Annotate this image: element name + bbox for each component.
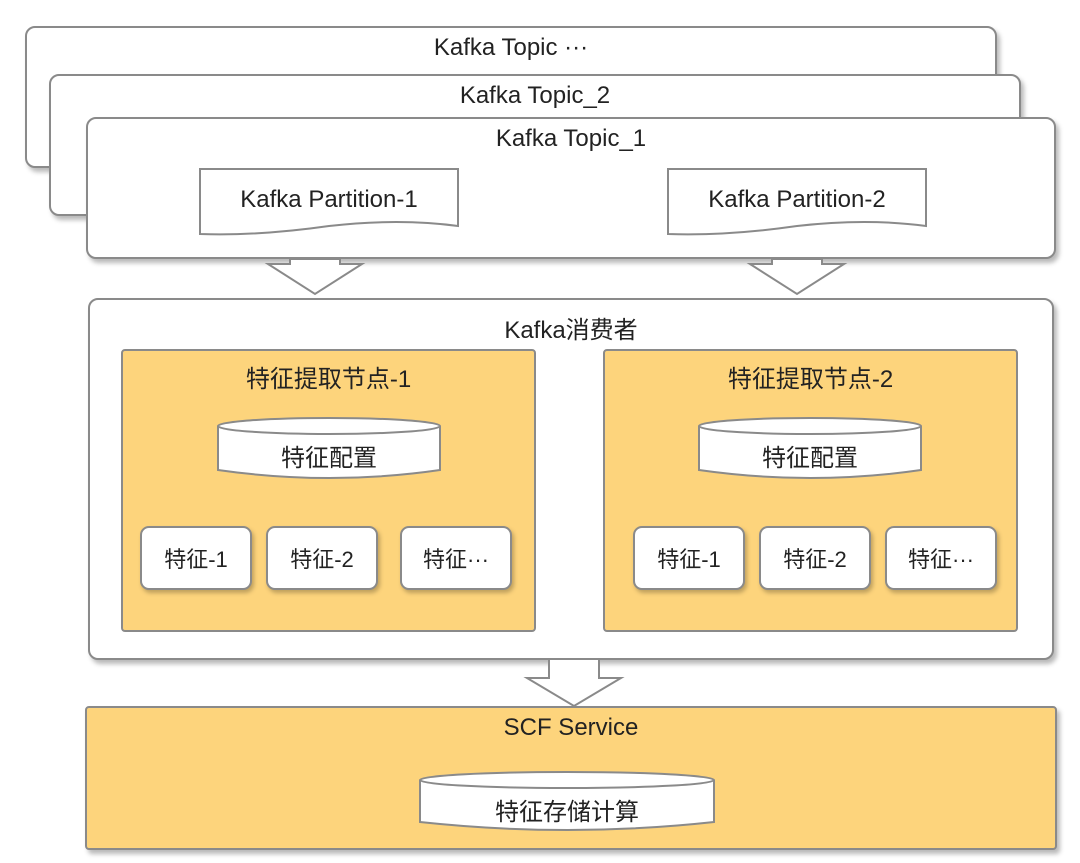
node-1-config-label: 特征配置 — [281, 445, 377, 472]
node-2-config-database-icon — [698, 417, 922, 479]
storage-label: 特征存储计算 — [495, 799, 639, 826]
node-2-config-label: 特征配置 — [762, 445, 858, 472]
node-2-feature-1: 特征-1 — [633, 526, 745, 590]
node-2-feature-more: 特征··· — [885, 526, 997, 590]
node-1-feature-more: 特征··· — [400, 526, 512, 590]
topic-title-1: Kafka Topic_1 — [495, 125, 647, 152]
consumer-title: Kafka消费者 — [504, 317, 638, 344]
storage-database-icon — [419, 771, 715, 831]
arrow-consumer-service-icon — [523, 658, 625, 708]
node-1-feature-1: 特征-1 — [140, 526, 252, 590]
partition-2-shape — [667, 168, 927, 236]
arrow-partition-1-icon — [264, 258, 366, 296]
topic-title-2: Kafka Topic_2 — [459, 82, 611, 109]
partition-1-shape — [199, 168, 459, 236]
extraction-node-1-title: 特征提取节点-1 — [245, 366, 412, 393]
extraction-node-2-title: 特征提取节点-2 — [727, 366, 894, 393]
node-1-config-database-icon — [217, 417, 441, 479]
node-1-feature-2: 特征-2 — [266, 526, 378, 590]
arrow-partition-2-icon — [746, 258, 848, 296]
partition-1-label: Kafka Partition-1 — [240, 186, 418, 213]
node-2-feature-2: 特征-2 — [759, 526, 871, 590]
topic-title-3: Kafka Topic ··· — [433, 34, 589, 61]
partition-2-label: Kafka Partition-2 — [708, 186, 886, 213]
scf-service-title: SCF Service — [503, 714, 639, 741]
